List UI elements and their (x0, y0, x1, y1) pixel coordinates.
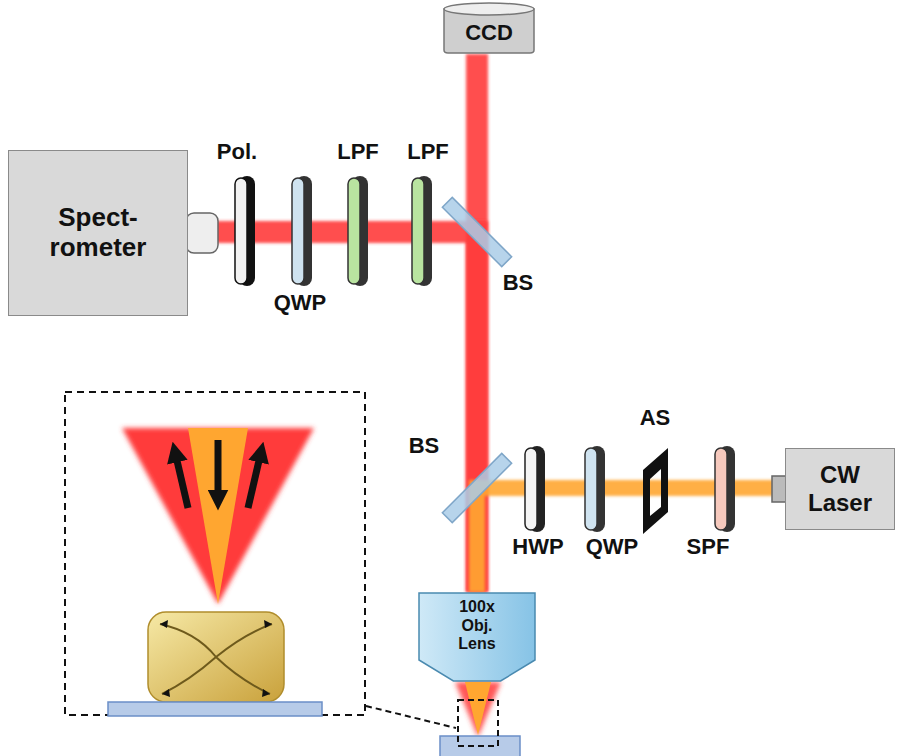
waveplate-face (525, 448, 537, 530)
node-text: CW Laser (797, 461, 883, 516)
spectrometer-box: Spect- rometer (8, 150, 188, 316)
filter-face (348, 178, 360, 284)
focused-beam (455, 682, 501, 737)
inset-frame (65, 392, 365, 715)
node-text: 100x Obj. Lens (452, 598, 502, 653)
objective-lens: 100x Obj. Lens (418, 592, 536, 682)
inset-beam (122, 428, 314, 604)
component-label: BS (503, 271, 534, 295)
gold-particle (148, 612, 284, 702)
node-text: Spect- rometer (38, 203, 158, 263)
chiral-pattern (160, 620, 272, 697)
component-label: Pol. (217, 140, 257, 164)
component-label: AS (640, 406, 671, 430)
beam-splitter (442, 197, 511, 266)
substrate (108, 702, 322, 716)
component-label: LPF (407, 140, 449, 164)
waveplate-face (585, 448, 597, 530)
spectrometer-port (186, 213, 218, 253)
excitation-arrow (215, 440, 222, 500)
emission-arrow (248, 452, 261, 508)
filter-face (715, 448, 727, 530)
light-beam (477, 488, 785, 592)
ccd-top (444, 3, 534, 15)
component-label: HWP (512, 535, 563, 559)
waveplate-face (292, 178, 304, 284)
ccd-camera: CCD (443, 2, 535, 54)
component-label: QWP (274, 291, 327, 315)
aperture-stop (643, 448, 668, 534)
emission-arrow (175, 452, 188, 508)
component-label: QWP (586, 535, 639, 559)
node-text: CCD (465, 20, 513, 45)
chiral-pattern (160, 624, 272, 694)
inset-beam (188, 428, 248, 604)
objective-body (419, 593, 535, 681)
focused-beam (465, 682, 491, 735)
beam-splitter (442, 453, 511, 522)
zoom-leader (366, 706, 456, 728)
component-label: LPF (337, 140, 379, 164)
laser-box: CW Laser (785, 448, 895, 530)
component-label: SPF (687, 535, 730, 559)
component-label: BS (409, 434, 440, 458)
zoom-box (458, 700, 498, 746)
polarizer-face (235, 178, 247, 284)
filter-face (412, 178, 424, 284)
